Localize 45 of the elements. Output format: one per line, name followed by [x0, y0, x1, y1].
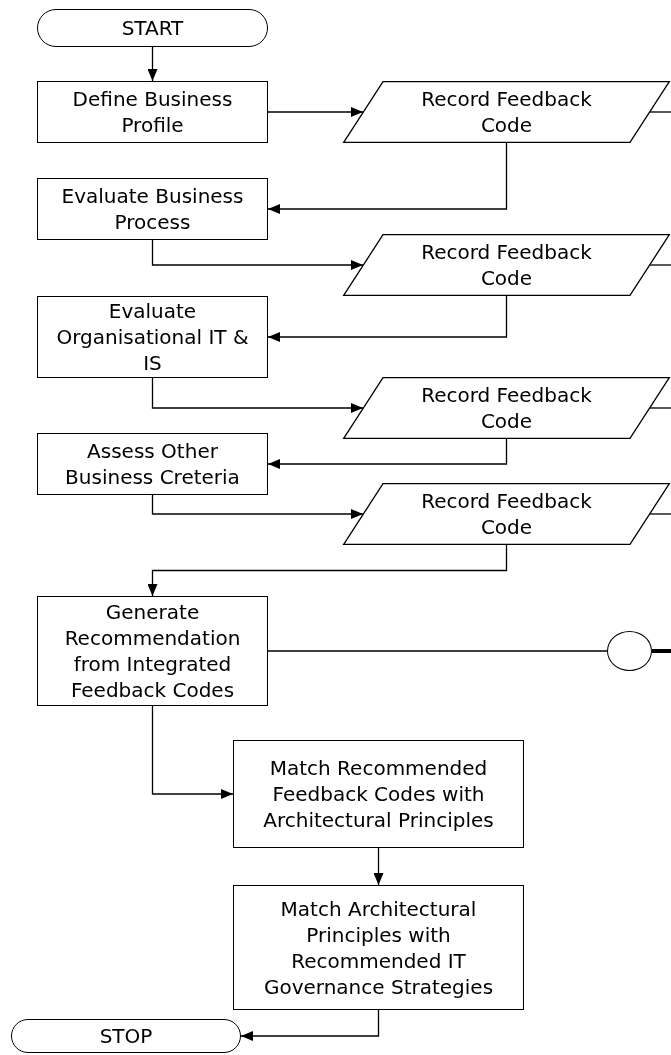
node-label: Record Feedback Code — [420, 239, 593, 291]
arrow — [373, 847, 384, 886]
data-parallelogram — [343, 377, 670, 439]
connector-line — [649, 513, 671, 515]
process-box — [37, 81, 268, 143]
node-label: Match Recommended Feedback Codes with Architectural Principles — [262, 755, 495, 833]
data-parallelogram — [343, 81, 670, 143]
terminal-shape — [11, 1019, 241, 1053]
arrow — [151, 239, 364, 270]
connector-circle — [607, 631, 652, 671]
process-box — [233, 885, 524, 1010]
connector-line — [652, 649, 671, 653]
arrow — [151, 705, 234, 799]
node-label: Match Architectural Principles with Recommended IT Governance Strategies — [262, 895, 495, 1000]
process-box — [37, 433, 268, 495]
node-label: Evaluate Business Process — [60, 183, 245, 235]
connector-line — [267, 650, 608, 652]
node-label: Assess Other Business Creteria — [64, 438, 241, 490]
node-label: Generate Recommendation from Integrated Feedback Codes — [63, 599, 242, 703]
arrow — [267, 438, 508, 469]
arrow — [240, 1009, 380, 1041]
connector-line — [649, 111, 671, 113]
arrow — [267, 295, 508, 342]
process-box — [37, 178, 268, 240]
node-label: Evaluate Organisational IT & IS — [55, 298, 250, 376]
arrow — [267, 107, 364, 117]
arrow — [151, 377, 364, 413]
terminal-shape — [37, 9, 268, 47]
node-label: Record Feedback Code — [420, 382, 593, 434]
arrow — [151, 494, 364, 519]
process-box — [37, 596, 268, 706]
connector-line — [649, 264, 671, 266]
arrow — [147, 46, 158, 82]
node-label: STOP — [99, 1023, 153, 1049]
node-label: Record Feedback Code — [420, 488, 593, 540]
data-parallelogram — [343, 234, 670, 296]
node-label: START — [121, 15, 184, 41]
arrow — [267, 142, 508, 214]
process-box — [37, 296, 268, 378]
node-label: Define Business Profile — [71, 86, 234, 138]
data-parallelogram — [343, 483, 670, 545]
process-box — [233, 740, 524, 848]
connector-line — [649, 407, 671, 409]
arrow — [147, 544, 508, 597]
node-label: Record Feedback Code — [420, 86, 593, 138]
